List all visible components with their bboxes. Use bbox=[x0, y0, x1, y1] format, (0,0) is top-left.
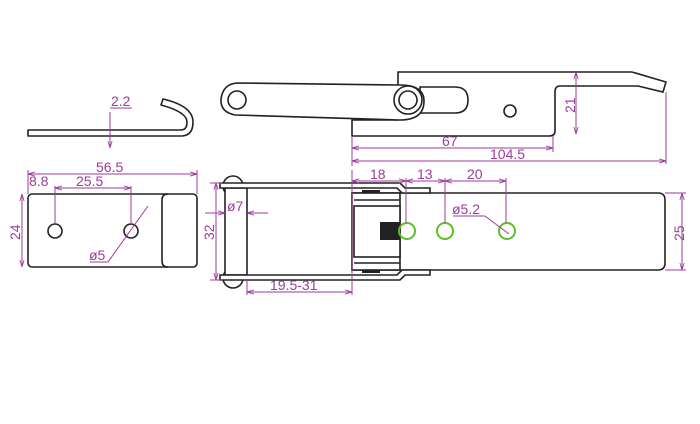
overall-length-label: 104.5 bbox=[490, 146, 525, 162]
lever-side-view: 21 67 104.5 bbox=[220, 71, 667, 166]
dim-13-label: 13 bbox=[417, 166, 433, 182]
keeper-plate: 56.5 8.8 25.5 24 ø5 bbox=[7, 159, 198, 268]
lever-height-label: 21 bbox=[562, 97, 578, 113]
keeper-hole-1 bbox=[47, 223, 63, 239]
keeper-hole-diameter-label: ø5 bbox=[89, 247, 106, 263]
keeper-height-label: 24 bbox=[7, 224, 23, 240]
hook-profile bbox=[27, 98, 194, 137]
base-length-label: 67 bbox=[442, 133, 458, 149]
lever-arm bbox=[220, 82, 425, 121]
keeper-bend-line bbox=[161, 193, 169, 268]
latch-small-hole bbox=[503, 104, 517, 118]
dim-18-label: 18 bbox=[370, 166, 386, 182]
mounting-hole-1 bbox=[398, 222, 416, 240]
keeper-length-label: 56.5 bbox=[96, 159, 123, 175]
bale-reach-label: 19.5-31 bbox=[270, 277, 318, 293]
keeper-outline bbox=[27, 193, 198, 268]
mounting-hole-diameter-label: ø5.2 bbox=[452, 201, 480, 217]
latch-spring-block bbox=[380, 222, 400, 240]
hook-thickness-label: 2.2 bbox=[111, 93, 131, 109]
lever-slot bbox=[419, 86, 469, 114]
bale-width-label: 32 bbox=[201, 224, 217, 240]
bale-wire-diameter-label: ø7 bbox=[227, 198, 244, 214]
edge-to-hole-label: 8.8 bbox=[29, 173, 49, 189]
pivot-outer bbox=[393, 85, 423, 115]
latch-top-view: 18 13 20 ø5.2 25 32 ø7 19.5-31 bbox=[201, 166, 687, 295]
mounting-hole-3 bbox=[498, 222, 516, 240]
latch-width-label: 25 bbox=[671, 225, 687, 241]
latch-base-plate bbox=[351, 192, 666, 271]
hook-side-view: 2.2 bbox=[27, 93, 194, 148]
bale-bottom-rail bbox=[219, 269, 431, 281]
bale-top-rail bbox=[219, 182, 431, 194]
hole-spacing-label: 25.5 bbox=[76, 173, 103, 189]
dim-20-label: 20 bbox=[467, 166, 483, 182]
pivot-inner bbox=[398, 90, 418, 110]
lever-end-hole bbox=[227, 90, 247, 110]
